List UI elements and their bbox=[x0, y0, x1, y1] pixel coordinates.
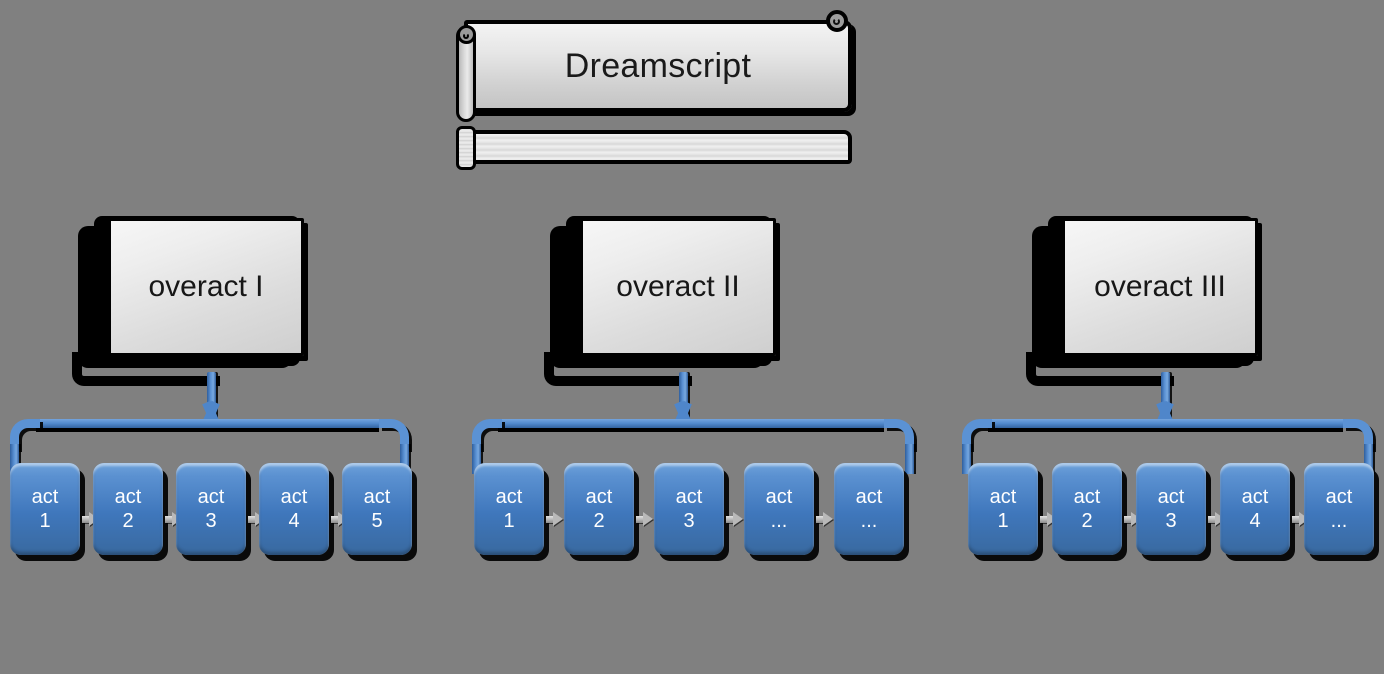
act-label-line1: act bbox=[1241, 485, 1269, 508]
act-box-1-5[interactable]: act 5 bbox=[342, 463, 412, 555]
act-box-1-4[interactable]: act 4 bbox=[259, 463, 329, 555]
act-label-line2: 4 bbox=[288, 510, 300, 532]
fork-cap-right-1 bbox=[379, 419, 409, 449]
act-box-3-1[interactable]: act 1 bbox=[968, 463, 1038, 555]
act-box-3-3[interactable]: act 3 bbox=[1136, 463, 1206, 555]
act-label-line2: 1 bbox=[39, 510, 51, 532]
overact-label-3: overact III bbox=[1094, 270, 1226, 303]
fork-cap-right-2 bbox=[884, 419, 914, 449]
act-label-line1: act bbox=[280, 485, 308, 508]
fork-bar-1 bbox=[36, 419, 379, 428]
act-label-line2: 2 bbox=[593, 510, 605, 532]
act-label-line1: act bbox=[31, 485, 59, 508]
act-label-line2: 1 bbox=[503, 510, 515, 532]
act-label-line1: act bbox=[1073, 485, 1101, 508]
scroll-sheet bbox=[464, 20, 852, 112]
connector-elbow-3 bbox=[1026, 352, 1174, 386]
act-label-line2: 1 bbox=[997, 510, 1009, 532]
overact-box-2[interactable]: overact II bbox=[550, 212, 776, 372]
act-label-line2: 3 bbox=[1165, 510, 1177, 532]
act-arrow-2-2 bbox=[636, 512, 653, 527]
document-face: overact I bbox=[108, 218, 304, 356]
fork-cap-left-3 bbox=[962, 419, 992, 449]
act-arrow-2-3 bbox=[726, 512, 743, 527]
page-title: Dreamscript bbox=[564, 46, 752, 85]
dreamscript-scroll[interactable]: Dreamscript bbox=[450, 8, 854, 170]
fork-drop-left-1 bbox=[10, 444, 19, 474]
document-face: overact II bbox=[580, 218, 776, 356]
act-label-line1: act bbox=[197, 485, 225, 508]
fork-drop-right-1 bbox=[400, 444, 409, 474]
connector-elbow-2 bbox=[544, 352, 692, 386]
scroll-lower-roll-icon bbox=[456, 126, 476, 170]
act-box-2-2[interactable]: act 2 bbox=[564, 463, 634, 555]
act-label-line2: 2 bbox=[1081, 510, 1093, 532]
act-label-line1: act bbox=[765, 485, 793, 508]
act-label-line2: 4 bbox=[1249, 510, 1261, 532]
fork-cap-left-2 bbox=[472, 419, 502, 449]
act-arrow-2-4 bbox=[816, 512, 833, 527]
act-label-line2: 5 bbox=[371, 510, 383, 532]
fork-drop-left-2 bbox=[472, 444, 481, 474]
overact-box-3[interactable]: overact III bbox=[1032, 212, 1258, 372]
act-label-line1: act bbox=[495, 485, 523, 508]
act-box-3-4[interactable]: act 4 bbox=[1220, 463, 1290, 555]
act-label-line2: 3 bbox=[683, 510, 695, 532]
act-box-1-1[interactable]: act 1 bbox=[10, 463, 80, 555]
overact-label-2: overact II bbox=[616, 270, 740, 303]
act-box-1-2[interactable]: act 2 bbox=[93, 463, 163, 555]
document-face: overact III bbox=[1062, 218, 1258, 356]
connector-elbow-1 bbox=[72, 352, 220, 386]
act-box-3-5[interactable]: act ... bbox=[1304, 463, 1374, 555]
fork-drop-right-2 bbox=[905, 444, 914, 474]
act-label-line2: ... bbox=[860, 510, 878, 532]
fork-drop-left-3 bbox=[962, 444, 971, 474]
act-box-2-4[interactable]: act ... bbox=[744, 463, 814, 555]
act-label-line1: act bbox=[114, 485, 142, 508]
act-arrow-2-1 bbox=[546, 512, 563, 527]
overact-box-1[interactable]: overact I bbox=[78, 212, 304, 372]
fork-cap-left-1 bbox=[10, 419, 40, 449]
fork-stem-3 bbox=[1161, 372, 1170, 420]
act-label-line1: act bbox=[989, 485, 1017, 508]
act-label-line1: act bbox=[363, 485, 391, 508]
act-label-line1: act bbox=[1325, 485, 1353, 508]
scroll-curl-top-left-icon bbox=[457, 25, 476, 44]
act-box-2-3[interactable]: act 3 bbox=[654, 463, 724, 555]
overact-label-1: overact I bbox=[148, 270, 264, 303]
fork-stem-1 bbox=[207, 372, 216, 420]
act-label-line1: act bbox=[585, 485, 613, 508]
act-label-line2: ... bbox=[1330, 510, 1348, 532]
act-label-line2: 3 bbox=[205, 510, 217, 532]
act-label-line1: act bbox=[675, 485, 703, 508]
fork-bar-3 bbox=[988, 419, 1343, 428]
act-label-line2: 2 bbox=[122, 510, 134, 532]
fork-stem-2 bbox=[679, 372, 688, 420]
fork-drop-right-3 bbox=[1364, 444, 1373, 474]
act-box-3-2[interactable]: act 2 bbox=[1052, 463, 1122, 555]
act-label-line1: act bbox=[855, 485, 883, 508]
scroll-lower-band bbox=[464, 130, 852, 164]
act-label-line1: act bbox=[1157, 485, 1185, 508]
act-box-2-5[interactable]: act ... bbox=[834, 463, 904, 555]
act-label-line2: ... bbox=[770, 510, 788, 532]
fork-bar-2 bbox=[498, 419, 884, 428]
scroll-curl-top-right-icon bbox=[826, 10, 848, 32]
act-box-1-3[interactable]: act 3 bbox=[176, 463, 246, 555]
act-box-2-1[interactable]: act 1 bbox=[474, 463, 544, 555]
fork-cap-right-3 bbox=[1343, 419, 1373, 449]
